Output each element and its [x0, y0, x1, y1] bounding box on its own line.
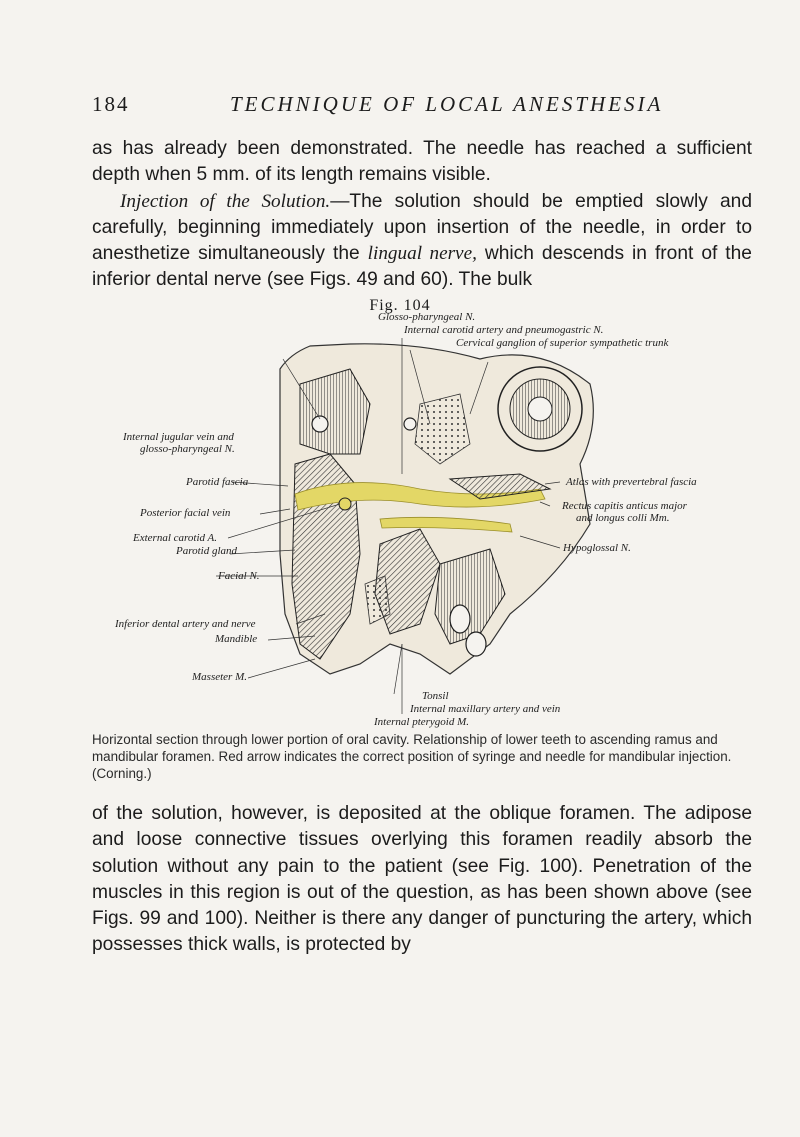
- body-text-top: as has already been demonstrated. The ne…: [92, 136, 752, 294]
- label-rectus-capitis: Rectus capitis anticus major: [562, 500, 687, 512]
- tooth: [465, 631, 487, 657]
- label-external-carotid: External carotid A.: [133, 532, 218, 544]
- section-heading: Injection of the Solution.: [120, 190, 331, 212]
- label-tonsil: Tonsil: [422, 690, 449, 702]
- label-facial-n: Facial N.: [218, 570, 260, 582]
- external-carotid: [338, 497, 352, 511]
- label-masseter: Masseter M.: [192, 671, 247, 683]
- lingual-nerve-term: lingual nerve,: [367, 243, 477, 265]
- fascia-band: [294, 482, 546, 511]
- parotid-region: [299, 368, 371, 455]
- paragraph-2-end: which descends in front of the inferior …: [92, 243, 752, 291]
- label-posterior-facial-vein: Posterior facial vein: [140, 507, 231, 519]
- page-number: 184: [92, 92, 130, 116]
- label-internal-carotid: Internal carotid artery and pneumogastri…: [404, 324, 604, 336]
- gland-dots-2: [364, 575, 391, 625]
- label-internal-pterygoid: Internal pterygoid M.: [374, 716, 470, 728]
- fascia-band-2: [379, 516, 513, 533]
- label-internal-jugular: Internal jugular vein and: [123, 431, 234, 443]
- longus-colli: [448, 473, 552, 500]
- label-mandible: Mandible: [215, 633, 258, 645]
- running-head: 184 TECHNIQUE OF LOCAL ANESTHESIA: [92, 92, 752, 120]
- body-text-bottom: of the solution, however, is deposited a…: [92, 803, 752, 956]
- paragraph-2-start: —The solution should be emptied slowly a…: [92, 190, 752, 265]
- label-longus-colli: and longus colli Mm.: [576, 512, 670, 524]
- label-cervical-ganglion: Cervical ganglion of superior sympatheti…: [456, 337, 669, 349]
- label-glosso-pharyngeal: Glosso-pharyngeal N.: [378, 311, 476, 323]
- leader-lines: [216, 338, 561, 714]
- anatomical-figure: Glosso-pharyngeal N. Internal carotid ar…: [115, 311, 780, 754]
- tooth: [449, 604, 471, 634]
- figure-caption: Horizontal section through lower portion…: [92, 732, 732, 781]
- label-inferior-dental: Inferior dental artery and nerve: [115, 618, 256, 630]
- paragraph-2: Injection of the Solution.—The solution …: [92, 189, 752, 294]
- gland-dots: [414, 393, 471, 465]
- label-glosso-pharyngeal-n: glosso-pharyngeal N.: [140, 443, 235, 455]
- label-atlas: Atlas with prevertebral fascia: [566, 476, 697, 488]
- label-parotid-fascia: Parotid fascia: [186, 476, 249, 488]
- running-title: TECHNIQUE OF LOCAL ANESTHESIA: [230, 92, 664, 116]
- jugular-vein: [311, 415, 329, 433]
- label-parotid-gland: Parotid gland: [176, 545, 238, 557]
- figure-title: Fig. 104: [369, 297, 431, 314]
- carotid-artery: [403, 417, 417, 431]
- paragraph-1: as has already been demonstrated. The ne…: [92, 138, 752, 186]
- label-hypoglossal: Hypoglossal N.: [563, 542, 631, 554]
- section-illustration: [216, 338, 594, 714]
- label-internal-maxillary: Internal maxillary artery and vein: [410, 703, 561, 715]
